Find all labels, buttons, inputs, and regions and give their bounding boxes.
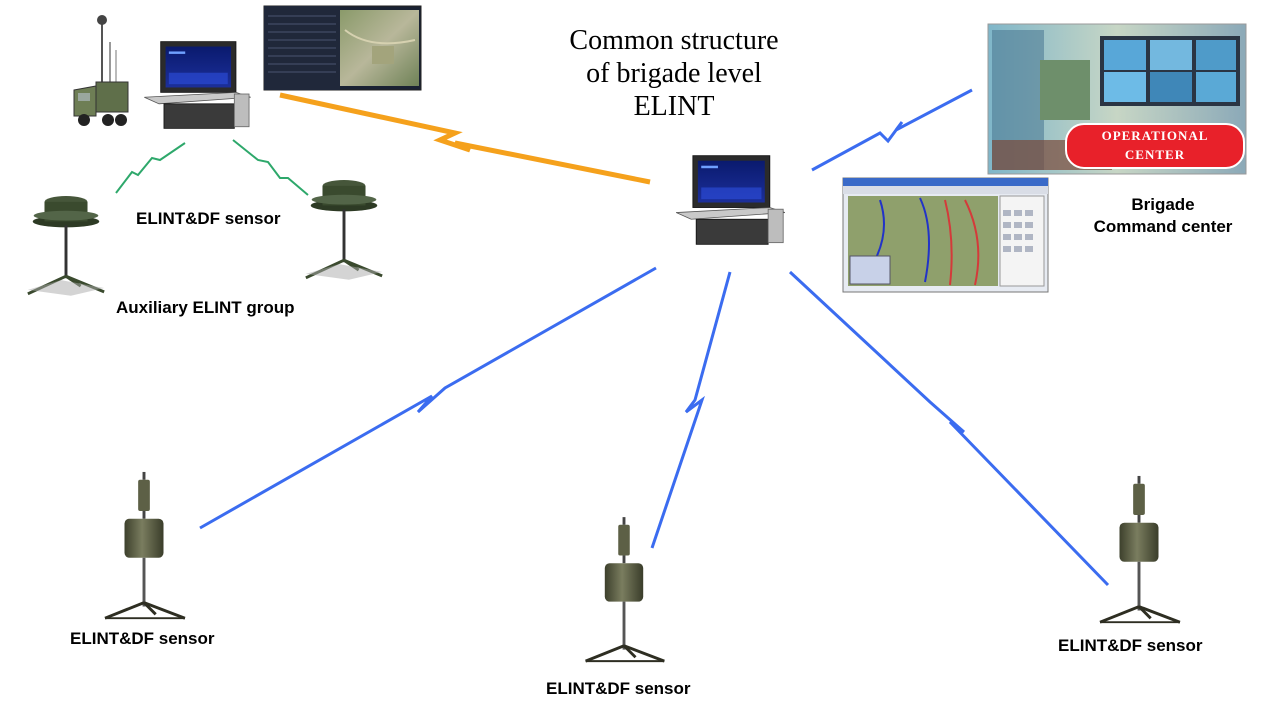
hub-laptop-icon xyxy=(675,155,786,245)
label-sensor-middle: ELINT&DF sensor xyxy=(546,679,691,698)
map-screenshot-icon xyxy=(263,5,422,91)
link-hub-to-right-sensor xyxy=(788,270,1110,587)
title-line2: of brigade level xyxy=(586,58,762,89)
link-hub-to-left-sensor xyxy=(199,266,657,530)
vehicle-mast-icon xyxy=(73,15,129,126)
label-sensor-left: ELINT&DF sensor xyxy=(70,629,215,648)
badge-line1: OPERATIONAL xyxy=(1102,128,1209,143)
sensor-tripod-icon-left xyxy=(103,470,187,620)
label-top-group-sensor: ELINT&DF sensor xyxy=(136,209,281,228)
badge-line2: CENTER xyxy=(1125,147,1185,162)
mushroom-sensor-right xyxy=(304,178,384,280)
link-hub-to-middle-sensor xyxy=(650,271,732,549)
sensor-tripod-icon-middle xyxy=(584,515,666,663)
label-command-center: Brigade Command center xyxy=(1070,194,1256,238)
label-auxiliary-group: Auxiliary ELINT group xyxy=(116,298,295,317)
title-line3: ELINT xyxy=(633,91,715,122)
diagram-title: Common structure of brigade level ELINT xyxy=(534,24,814,123)
sensor-tripod-icon-right xyxy=(1098,474,1182,624)
field-laptop-icon xyxy=(143,41,252,129)
mushroom-sensor-left xyxy=(26,194,106,298)
label-sensor-right: ELINT&DF sensor xyxy=(1058,636,1203,655)
command-center-line2: Command center xyxy=(1093,217,1233,236)
link-green-right xyxy=(232,139,309,196)
command-center-line1: Brigade xyxy=(1131,195,1195,214)
link-orange-laptop-to-hub xyxy=(279,92,651,185)
link-hub-to-command-center xyxy=(811,88,973,172)
title-line1: Common structure xyxy=(569,25,779,56)
gis-software-screenshot xyxy=(842,177,1049,293)
link-green-left xyxy=(115,142,186,194)
operational-center-photo: OPERATIONAL CENTER xyxy=(987,23,1247,175)
